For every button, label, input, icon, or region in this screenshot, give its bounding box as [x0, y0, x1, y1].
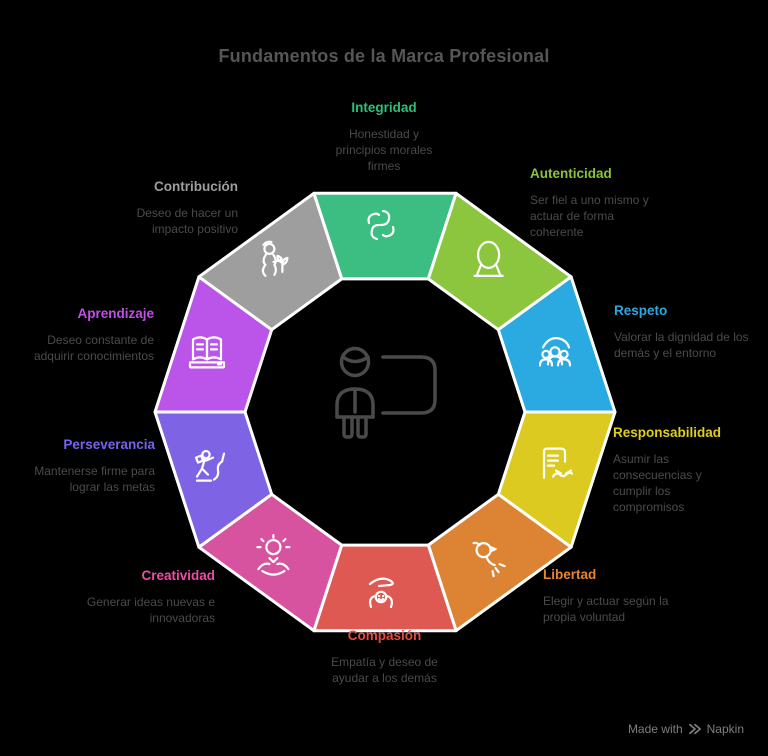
label-responsabilidad: Responsabilidad Asumir las consecuencias…	[613, 425, 728, 515]
label-compasion-desc: Empatía y deseo de ayudar a los demás	[331, 655, 438, 685]
label-aprendizaje-title: Aprendizaje	[77, 306, 154, 321]
label-respeto: Respeto Valorar la dignidad de los demás…	[614, 303, 768, 361]
label-integridad-title: Integridad	[351, 100, 417, 115]
label-contribucion-desc: Deseo de hacer un impacto positivo	[136, 206, 238, 236]
label-libertad: Libertad Elegir y actuar según la propia…	[543, 567, 703, 625]
label-aprendizaje-desc: Deseo constante de adquirir conocimiento…	[33, 333, 154, 363]
label-libertad-desc: Elegir y actuar según la propia voluntad	[543, 594, 669, 624]
label-perseverancia-title: Perseverancia	[63, 437, 155, 452]
label-responsabilidad-desc: Asumir las consecuencias y cumplir los c…	[613, 452, 702, 514]
label-autenticidad-title: Autenticidad	[530, 166, 612, 181]
segment-contribucion	[197, 191, 344, 332]
label-creatividad-desc: Generar ideas nuevas e innovadoras	[86, 595, 215, 625]
label-contribucion-title: Contribución	[154, 179, 238, 194]
label-respeto-desc: Valorar la dignidad de los demás y el en…	[614, 330, 749, 360]
label-libertad-title: Libertad	[543, 567, 597, 582]
label-autenticidad: Autenticidad Ser fiel a uno mismo y actu…	[530, 166, 670, 240]
label-aprendizaje: Aprendizaje Deseo constante de adquirir …	[4, 306, 154, 364]
label-integridad: Integridad Honestidad y principios moral…	[324, 100, 444, 174]
napkin-badge[interactable]: Made with Napkin	[628, 722, 744, 736]
label-perseverancia-desc: Mantenerse firme para lograr las metas	[34, 464, 155, 494]
label-autenticidad-desc: Ser fiel a uno mismo y actuar de forma c…	[530, 193, 649, 239]
decagon-ring	[153, 191, 617, 633]
napkin-logo-icon	[688, 723, 701, 735]
label-compasion-title: Compasión	[347, 628, 422, 643]
label-respeto-title: Respeto	[614, 303, 668, 318]
label-responsabilidad-title: Responsabilidad	[613, 425, 722, 440]
presenter-icon	[335, 346, 437, 439]
label-creatividad-title: Creatividad	[141, 568, 215, 583]
label-perseverancia: Perseverancia Mantenerse firme para logr…	[5, 437, 155, 495]
label-contribucion: Contribución Deseo de hacer un impacto p…	[108, 179, 238, 237]
page-title: Fundamentos de la Marca Profesional	[218, 46, 550, 66]
label-creatividad: Creatividad Generar ideas nuevas e innov…	[75, 568, 215, 626]
label-compasion: Compasión Empatía y deseo de ayudar a lo…	[317, 628, 452, 686]
label-integridad-desc: Honestidad y principios morales firmes	[335, 127, 433, 173]
made-with-label: Made with	[627, 722, 683, 736]
napkin-brand-label: Napkin	[706, 722, 744, 736]
